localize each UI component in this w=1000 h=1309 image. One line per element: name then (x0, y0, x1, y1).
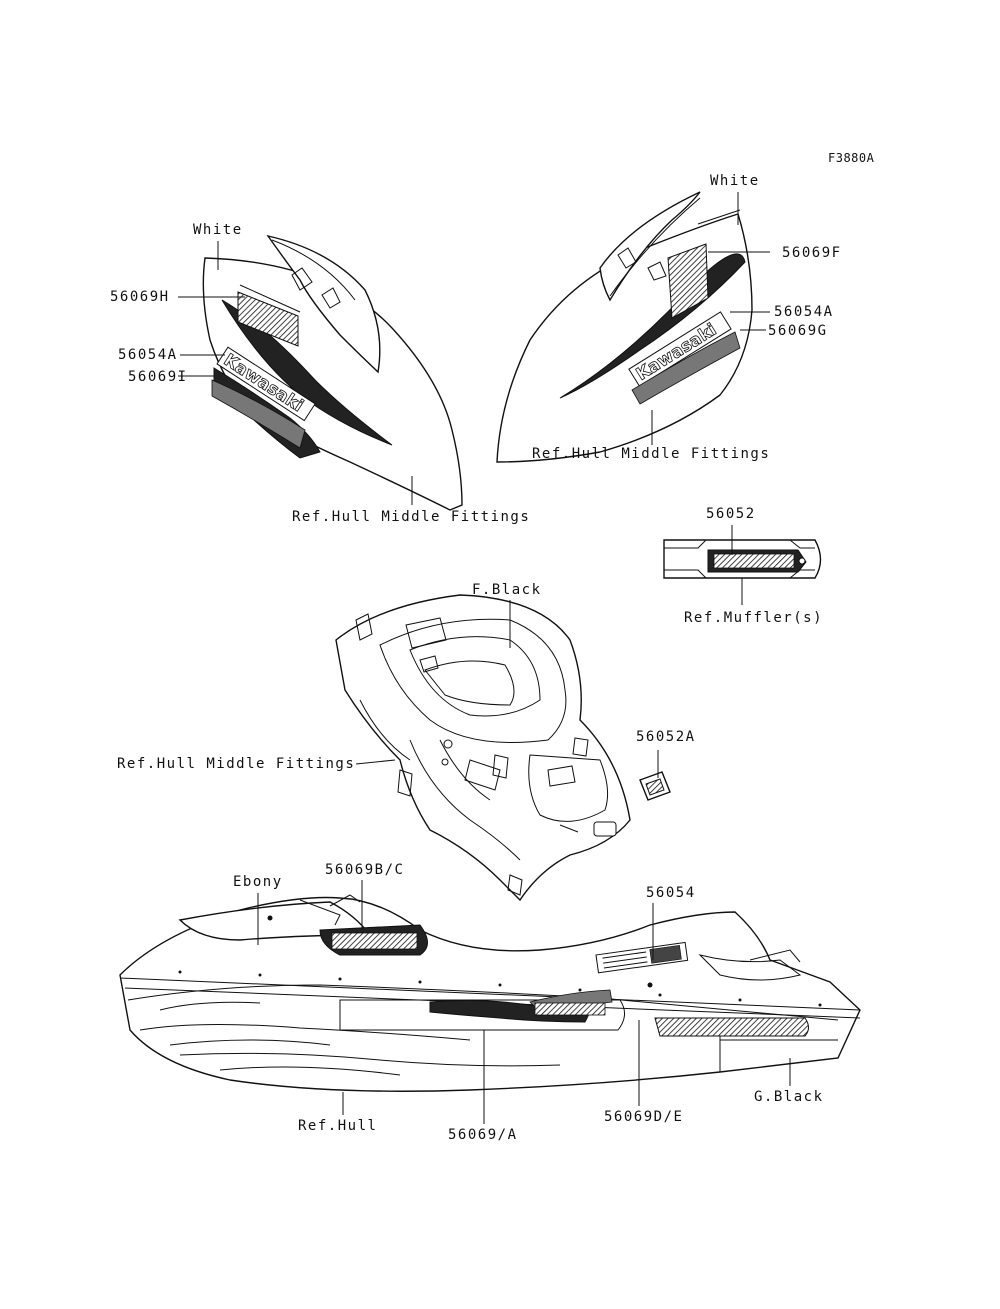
hull-logo-badge (595, 941, 689, 974)
label-56069I: 56069I (128, 369, 188, 385)
label-ebony: Ebony (233, 874, 283, 890)
hull-graphic-left (429, 989, 613, 1023)
leader-lines (178, 192, 791, 1124)
label-ref-hull-middle-right: Ref.Hull Middle Fittings (532, 446, 771, 462)
deck-part (335, 594, 631, 902)
label-g-black: G.Black (754, 1089, 824, 1105)
label-56052A: 56052A (636, 729, 696, 745)
label-ref-muffler: Ref.Muffler(s) (684, 610, 824, 626)
label-56069BC: 56069B/C (325, 862, 405, 878)
label-ref-hull-middle-center: Ref.Hull Middle Fittings (117, 756, 356, 772)
jetski-hull (119, 894, 861, 1092)
label-white-right: White (710, 173, 760, 189)
label-ref-hull-middle-left: Ref.Hull Middle Fittings (292, 509, 531, 525)
label-56069F: 56069F (782, 245, 842, 261)
label-white-left: White (193, 222, 243, 238)
label-f-black: F.Black (472, 582, 542, 598)
sticker-56052A (639, 771, 671, 801)
label-56069A: 56069/A (448, 1127, 518, 1143)
figure-code: F3880A (828, 151, 875, 165)
label-56054A-right: 56054A (774, 304, 834, 320)
left-side-panel: Kawasaki (202, 234, 463, 511)
label-56054A-left: 56054A (118, 347, 178, 363)
right-side-panel: Kawasaki (496, 191, 753, 463)
label-56069G: 56069G (768, 323, 828, 339)
label-ref-hull: Ref.Hull (298, 1118, 378, 1134)
label-56052: 56052 (706, 506, 756, 522)
label-56069H: 56069H (110, 289, 170, 305)
label-56069DE: 56069D/E (604, 1109, 684, 1125)
hull-rivets (178, 915, 822, 1007)
muffler-part (663, 539, 822, 579)
label-56054: 56054 (646, 885, 696, 901)
